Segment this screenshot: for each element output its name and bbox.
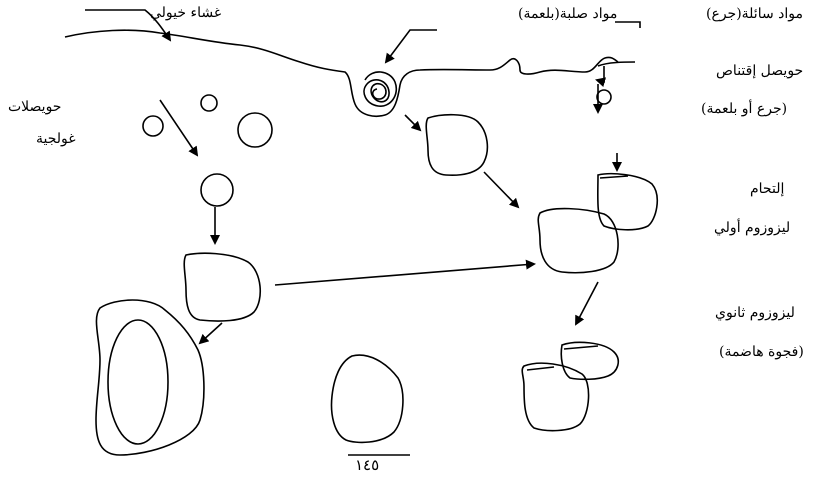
secondary-lysosome-upper-edge — [563, 345, 599, 350]
label-primary-lysosome: ليزوزوم أولي — [714, 220, 791, 236]
secondary-lysosome-upper — [560, 341, 620, 381]
label-golgi-vesicles-2: غولجية — [36, 131, 76, 147]
solid-to-fusion-arrow — [483, 171, 520, 209]
golgi-vesicle-1 — [142, 115, 164, 137]
fused-vesicle-lower — [537, 207, 619, 274]
cell-membrane-line — [64, 29, 619, 118]
fused-vesicle-upper-edge — [599, 175, 629, 179]
solid-material-pointer — [384, 29, 437, 64]
label-secondary-lysosome: ليزوزوم ثانوي — [715, 305, 795, 321]
solid-capture-vesicle — [425, 113, 489, 177]
secondary-lysosome-lower — [521, 362, 590, 432]
to-autophagy-arrow — [198, 322, 223, 345]
label-fusion: إلتحام — [750, 181, 785, 197]
liquid-material-stem — [597, 61, 636, 67]
liquid-capture-vesicle — [596, 89, 612, 105]
fused-vesicle-upper — [596, 172, 659, 231]
golgi-vesicle-merged — [200, 173, 234, 207]
to-secondary-lysosome-arrow — [575, 281, 599, 326]
secondary-lysosome-lower-edge — [526, 366, 555, 371]
membrane-pointer — [85, 9, 172, 42]
golgi-arrow — [159, 99, 199, 157]
label-capture-vesicle-note: (جرع أو بلعمة) — [701, 101, 788, 117]
primary-lysosome-shape — [183, 252, 261, 322]
label-liquid-materials: مواد سائلة(جرع) — [706, 6, 803, 22]
liquid-material-pointer — [615, 21, 641, 28]
liquid-material-arrow — [595, 66, 607, 88]
residual-body-shape — [330, 354, 404, 444]
label-capture-vesicle: حويصل إقتناص — [716, 63, 804, 79]
solid-material-mass — [363, 71, 397, 107]
page-number: ١٤٥ — [355, 456, 380, 474]
golgi-vesicle-2 — [200, 94, 218, 112]
autophagy-inner-ellipse — [107, 319, 169, 445]
label-cell-membrane: غشاء خيولي — [150, 5, 222, 21]
lysosome-to-fusion-arrow — [274, 259, 536, 286]
autophagy-outer-shape — [95, 299, 205, 456]
label-solid-materials: مواد صلبة(بلعمة) — [518, 6, 618, 22]
label-digestive-vacuole: (فجوة هاضمة) — [719, 344, 804, 360]
golgi-vesicle-3 — [237, 112, 273, 148]
label-golgi-vesicles-1: حويصلات — [8, 99, 62, 115]
capture-arrow-solid — [404, 114, 422, 132]
